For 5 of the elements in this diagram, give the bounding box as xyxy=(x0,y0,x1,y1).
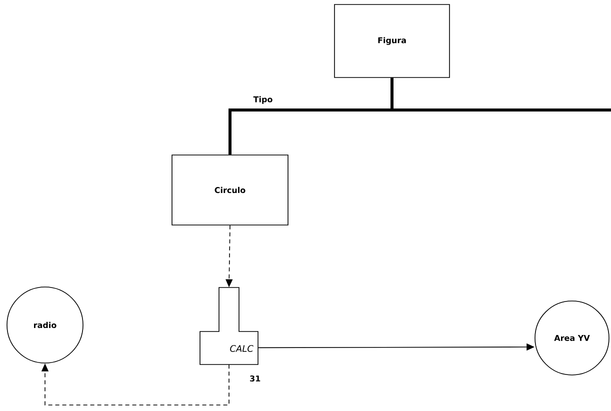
entity-box: Circulo xyxy=(172,154,288,226)
side-label: 31 xyxy=(250,375,260,382)
edge-label: Tipo xyxy=(252,95,274,105)
connector xyxy=(390,78,611,112)
entity-box: Figura xyxy=(334,4,450,78)
